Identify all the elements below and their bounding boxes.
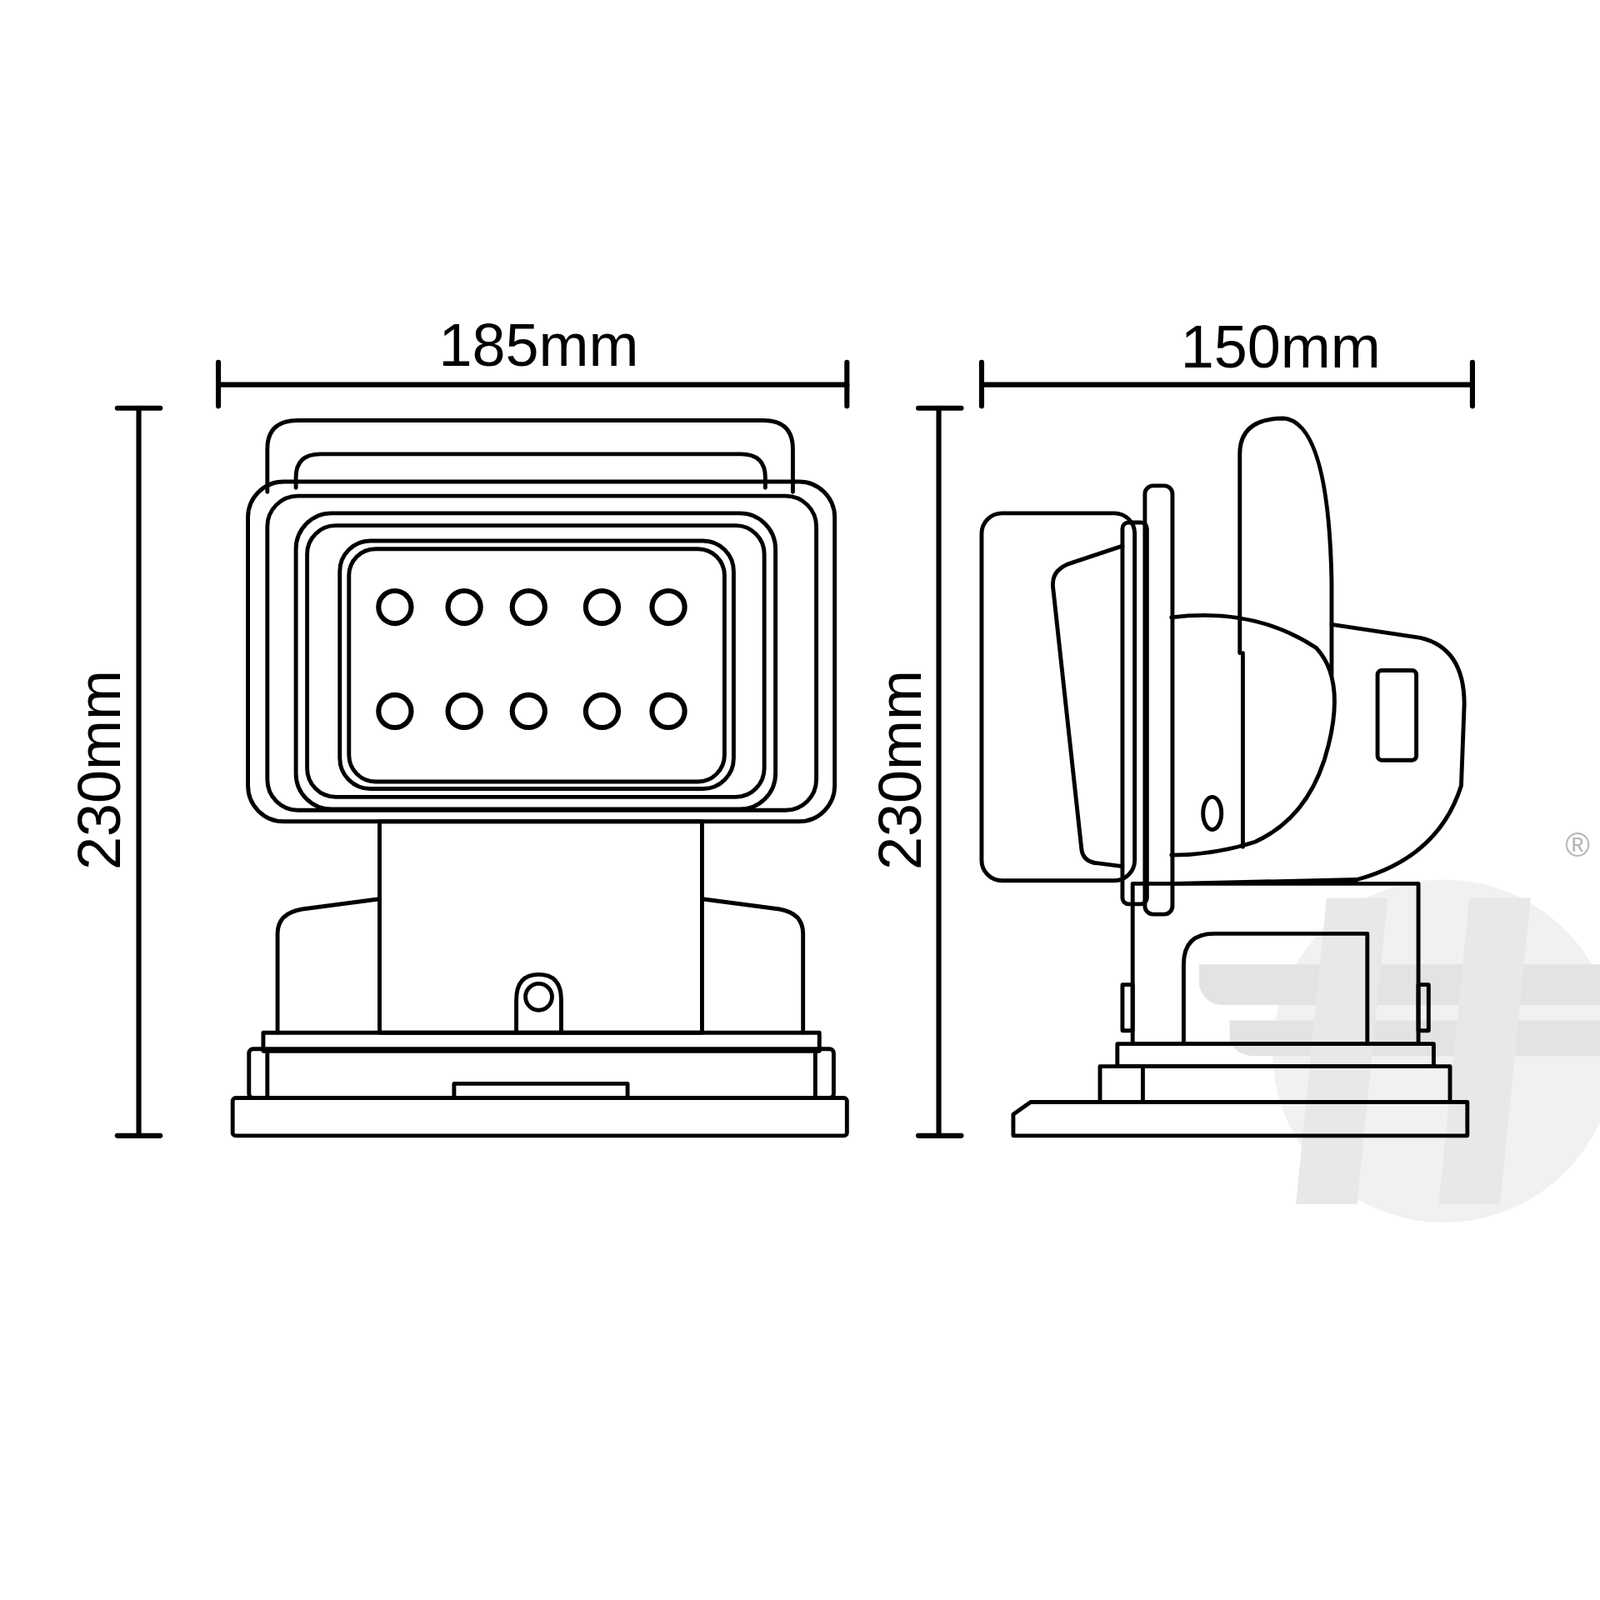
watermark-mark: ® bbox=[1565, 828, 1590, 862]
dimension-label: 230mm bbox=[69, 670, 130, 870]
dimension-line bbox=[117, 362, 848, 1136]
dimension-label: 150mm bbox=[1180, 316, 1381, 377]
side-view bbox=[981, 418, 1468, 1136]
watermark-logo bbox=[1199, 880, 1600, 1223]
led-array bbox=[378, 590, 685, 728]
dimension-label: 185mm bbox=[438, 315, 639, 375]
dimension-label: 230mm bbox=[870, 670, 930, 870]
front-view bbox=[232, 420, 847, 1135]
dimension-line bbox=[918, 362, 1473, 1136]
